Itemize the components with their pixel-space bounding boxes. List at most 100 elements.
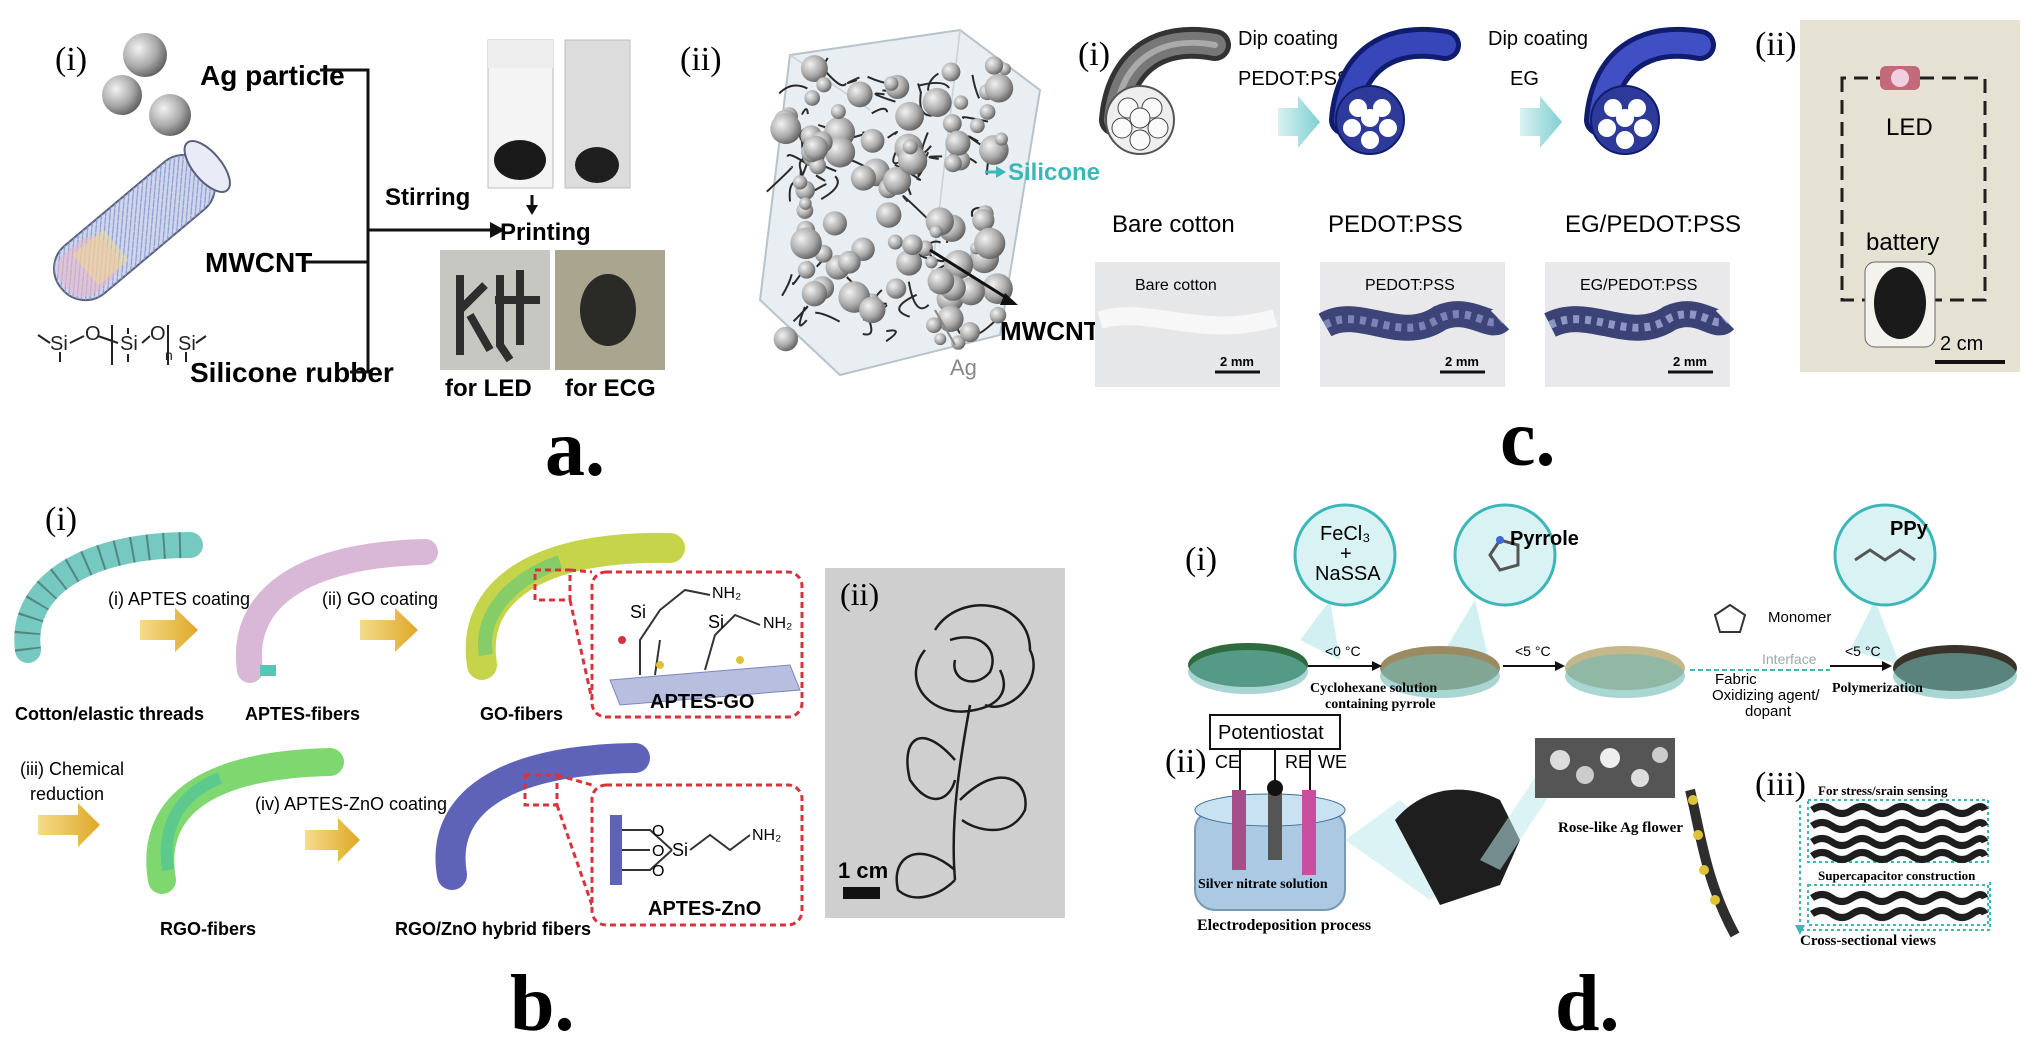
- chem-nh2-3: NH₂: [752, 827, 781, 844]
- cotton-thread-fiber: [14, 532, 203, 663]
- dip-coating-label-2: Dip coating: [1488, 28, 1588, 50]
- cotton-threads-label: Cotton/elastic threads: [15, 704, 204, 724]
- mwcnt-tube-icon: [53, 140, 231, 302]
- gold-arrow-4: [305, 818, 360, 862]
- polymerization-label: Polymerization: [1832, 681, 1923, 696]
- cross-section-views: For stress/srain sensing Supercapacitor …: [1795, 783, 1991, 949]
- re-label: RE: [1285, 752, 1310, 772]
- interface-label: Interface: [1762, 651, 1817, 667]
- rgo-zno-fibers-label: RGO/ZnO hybrid fibers: [395, 919, 591, 939]
- pedot-label: PEDOT:PSS: [1328, 211, 1463, 238]
- fecl3-bubble: FeCl₃ + NaSSA: [1293, 503, 1397, 660]
- printing-label: Printing: [500, 219, 591, 246]
- step-arrow-2: [1520, 96, 1562, 148]
- printed-led-photo: [440, 250, 550, 370]
- pedot-photo: PEDOT:PSS 2 mm: [1318, 262, 1510, 387]
- bare-cotton-photo: Bare cotton 2 mm: [1095, 262, 1280, 387]
- chem-nh2-2: NH₂: [763, 615, 792, 632]
- dip-coating-label-1: Dip coating: [1238, 28, 1338, 50]
- scale-2cm: 2 cm: [1940, 333, 1983, 355]
- mwcnt-label: MWCNT: [205, 247, 312, 278]
- cyclohexane-label-2: containing pyrrole: [1325, 697, 1436, 712]
- nassa-label: NaSSA: [1315, 563, 1381, 585]
- panel-c-label-i: (i): [1078, 36, 1110, 73]
- rose-ag-label: Rose-like Ag flower: [1558, 820, 1683, 836]
- temp-3-label: <5 °C: [1845, 643, 1881, 659]
- step-zno-label: (iv) APTES-ZnO coating: [255, 794, 447, 814]
- aptes-zno-label: APTES-ZnO: [648, 898, 761, 920]
- mixing-bracket: [305, 68, 490, 374]
- scale-2mm-3: 2 mm: [1673, 354, 1707, 369]
- aptes-fiber: [235, 539, 438, 683]
- cross-section-label: Cross-sectional views: [1800, 933, 1936, 949]
- composite-cube-diagram: [758, 28, 1042, 377]
- cyclohexane-label-1: Cyclohexane solution: [1310, 681, 1437, 696]
- silicone-formula: Si O Si O n Si: [37, 323, 207, 365]
- for-ecg-label: for ECG: [565, 375, 656, 402]
- pyrrole-bubble: Pyrrole: [1445, 503, 1579, 665]
- panel-a-label-i: (i): [55, 41, 87, 78]
- step-arrow-1: [1278, 96, 1320, 148]
- panel-d-letter: d.: [1555, 960, 1620, 1047]
- aptes-go-label: APTES-GO: [650, 691, 754, 713]
- photo-egpedot-caption: EG/PEDOT:PSS: [1580, 277, 1697, 294]
- led-label: LED: [1886, 114, 1933, 141]
- temp-1-label: <0 °C: [1325, 643, 1361, 659]
- pyrrole-label: Pyrrole: [1510, 528, 1579, 550]
- panel-d: (i) FeCl₃ + NaSSA Pyrrole PPy: [1165, 503, 2017, 1048]
- chem-si-3: Si: [672, 840, 688, 860]
- step-chem-label-1: (iii) Chemical: [20, 759, 124, 779]
- sem-ag-flower-image: [1535, 738, 1675, 798]
- panel-c-label-ii: (ii): [1755, 26, 1797, 63]
- chem-o-2: O: [652, 843, 664, 860]
- fabric-sample: [1395, 789, 1520, 905]
- gold-arrow-1: [140, 608, 198, 652]
- eg-pedot-label: EG/PEDOT:PSS: [1565, 211, 1741, 238]
- scale-2mm-2: 2 mm: [1445, 354, 1479, 369]
- electrodeposition-label: Electrodeposition process: [1197, 917, 1371, 934]
- panel-a-label-ii: (ii): [680, 41, 722, 78]
- rgo-fiber: [146, 748, 344, 894]
- step-aptes-label: (i) APTES coating: [108, 589, 250, 609]
- potentiostat-box: Potentiostat: [1209, 714, 1341, 800]
- ag-label: Ag: [950, 355, 977, 380]
- battery-label: battery: [1866, 229, 1939, 256]
- rgo-zno-fiber: [435, 743, 650, 890]
- formula-o-2: O: [150, 323, 166, 345]
- silver-nitrate-label: Silver nitrate solution: [1198, 877, 1328, 892]
- supercap-label: Supercapacitor construction: [1818, 868, 1976, 883]
- panel-b-label-i: (i): [45, 501, 77, 538]
- step-go-label: (ii) GO coating: [322, 589, 438, 609]
- chem-o-1: O: [652, 823, 664, 840]
- pedot-step-label: PEDOT:PSS: [1238, 68, 1350, 90]
- bare-cotton-label: Bare cotton: [1112, 211, 1235, 238]
- oxidizing-label-2: dopant: [1745, 703, 1792, 720]
- pedot-bundle-icon: [1329, 26, 1461, 155]
- aptes-fibers-label: APTES-fibers: [245, 704, 360, 724]
- ppy-label: PPy: [1890, 518, 1929, 540]
- photo-bare-caption: Bare cotton: [1135, 277, 1217, 294]
- aptes-go-structure: Si NH₂ Si NH₂: [609, 585, 801, 706]
- led-circuit-photo: LED battery 2 cm: [1800, 20, 2020, 372]
- interface-diagram: Monomer Interface Fabric Oxidizing agent…: [1690, 603, 1831, 720]
- chem-nh2-1: NH₂: [712, 585, 741, 602]
- fabric-label: Fabric: [1715, 671, 1757, 688]
- photo-pedot-caption: PEDOT:PSS: [1365, 277, 1455, 294]
- for-led-label: for LED: [445, 375, 532, 402]
- aptes-zno-structure: O O O Si NH₂: [610, 815, 781, 885]
- chem-o-3: O: [652, 863, 664, 880]
- rose-drawing-photo: (ii) 1 cm: [825, 568, 1065, 918]
- coated-yarn: [1685, 788, 1740, 938]
- panel-b: (i) (i) APTES coating (ii) GO coating Co…: [14, 501, 1065, 1048]
- panel-d-label-iii: (iii): [1755, 766, 1806, 803]
- go-fibers-label: GO-fibers: [480, 704, 563, 724]
- aptes-zno-zoom-box: [590, 783, 804, 927]
- potentiostat-label: Potentiostat: [1218, 722, 1324, 744]
- gold-arrow-3: [38, 803, 100, 847]
- panel-c-letter: c.: [1500, 395, 1556, 483]
- gold-arrow-2: [360, 608, 418, 652]
- panel-d-label-ii: (ii): [1165, 743, 1207, 780]
- rgo-fibers-label: RGO-fibers: [160, 919, 256, 939]
- eg-step-label: EG: [1510, 68, 1539, 90]
